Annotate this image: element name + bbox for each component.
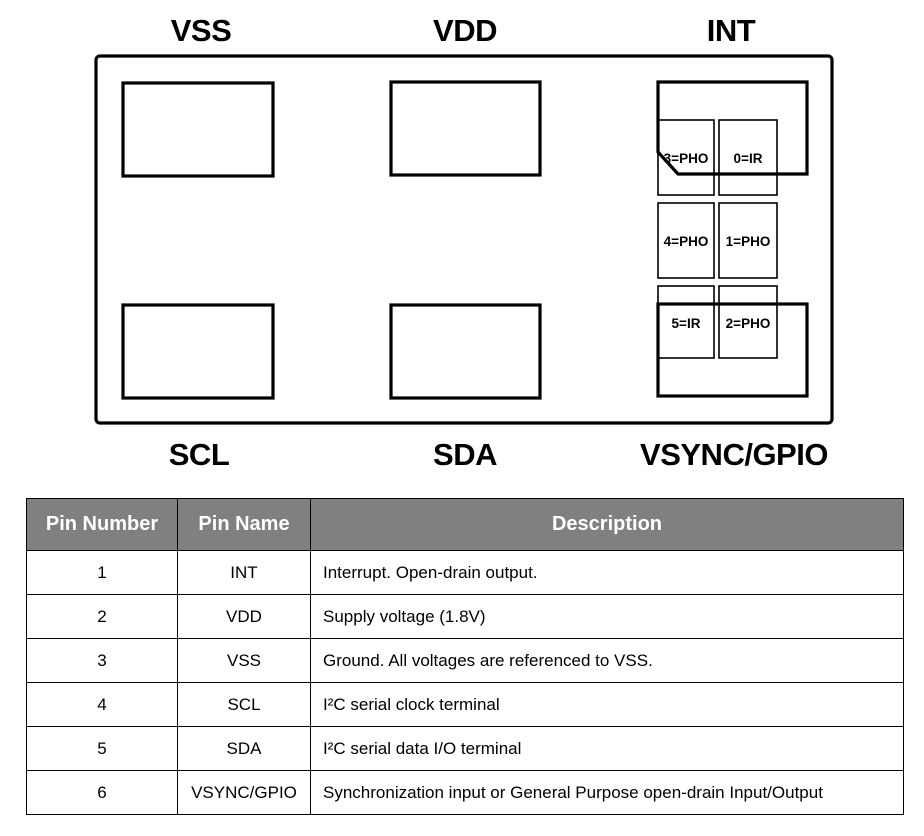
pin-number-cell: 5 — [26, 726, 178, 771]
pin-number-cell: 6 — [26, 770, 178, 815]
pin-label-int: INT — [707, 13, 756, 48]
pin-description-cell: I²C serial data I/O terminal — [310, 726, 904, 771]
table-row: 3 VSS Ground. All voltages are reference… — [26, 638, 904, 683]
pin-label-scl: SCL — [169, 437, 230, 472]
sensor-cell-label-2-pho: 2=PHO — [726, 316, 771, 331]
pad-sda — [389, 303, 542, 400]
sensor-cell-label-3-pho: 3=PHO — [664, 151, 709, 166]
sensor-cell-4-pho — [657, 202, 715, 279]
sensor-cell-5-ir — [657, 285, 715, 359]
pin-name-cell: INT — [177, 550, 311, 595]
pin-number-cell: 4 — [26, 682, 178, 727]
pin-name-cell: SDA — [177, 726, 311, 771]
table-row: 4 SCL I²C serial clock terminal — [26, 682, 904, 727]
sensor-cell-label-0-ir: 0=IR — [734, 151, 763, 166]
table-row: 5 SDA I²C serial data I/O terminal — [26, 726, 904, 771]
pin-description-cell: Interrupt. Open-drain output. — [310, 550, 904, 595]
chip-outline — [94, 54, 834, 425]
pin-label-vss: VSS — [171, 13, 232, 48]
pin-label-vsync-gpio: VSYNC/GPIO — [640, 437, 828, 472]
pin-number-cell: 3 — [26, 638, 178, 683]
header-description: Description — [310, 498, 904, 551]
table-row: 1 INT Interrupt. Open-drain output. — [26, 550, 904, 595]
pad-vss — [121, 81, 275, 178]
pin-number-cell: 2 — [26, 594, 178, 639]
pin-description-table: Pin Number Pin Name Description 1 INT In… — [26, 498, 904, 815]
pin-description-cell: Ground. All voltages are referenced to V… — [310, 638, 904, 683]
table-header-row: Pin Number Pin Name Description — [26, 498, 904, 551]
pin-number-cell: 1 — [26, 550, 178, 595]
table-row: 2 VDD Supply voltage (1.8V) — [26, 594, 904, 639]
sensor-cell-3-pho — [657, 119, 715, 196]
pin-label-sda: SDA — [433, 437, 497, 472]
sensor-cell-2-pho — [718, 285, 778, 359]
pad-scl — [121, 303, 275, 400]
sensor-cell-label-4-pho: 4=PHO — [664, 234, 709, 249]
header-pin-number: Pin Number — [26, 498, 178, 551]
pin-configuration-diagram: VSS VDD INT 3=PHO 0=IR 4=PHO 1=PHO 5=IR … — [94, 13, 834, 472]
table-row: 6 VSYNC/GPIO Synchronization input or Ge… — [26, 770, 904, 815]
sensor-cell-0-ir — [718, 119, 778, 196]
pin-description-cell: I²C serial clock terminal — [310, 682, 904, 727]
header-pin-name: Pin Name — [177, 498, 311, 551]
pin-name-cell: VSYNC/GPIO — [177, 770, 311, 815]
pin-name-cell: VDD — [177, 594, 311, 639]
sensor-cell-1-pho — [718, 202, 778, 279]
sensor-cell-label-5-ir: 5=IR — [672, 316, 701, 331]
pad-vdd — [389, 80, 542, 177]
pin-description-cell: Supply voltage (1.8V) — [310, 594, 904, 639]
pin-name-cell: SCL — [177, 682, 311, 727]
pin-name-cell: VSS — [177, 638, 311, 683]
sensor-cell-label-1-pho: 1=PHO — [726, 234, 771, 249]
pin-description-cell: Synchronization input or General Purpose… — [310, 770, 904, 815]
pin-label-vdd: VDD — [433, 13, 497, 48]
